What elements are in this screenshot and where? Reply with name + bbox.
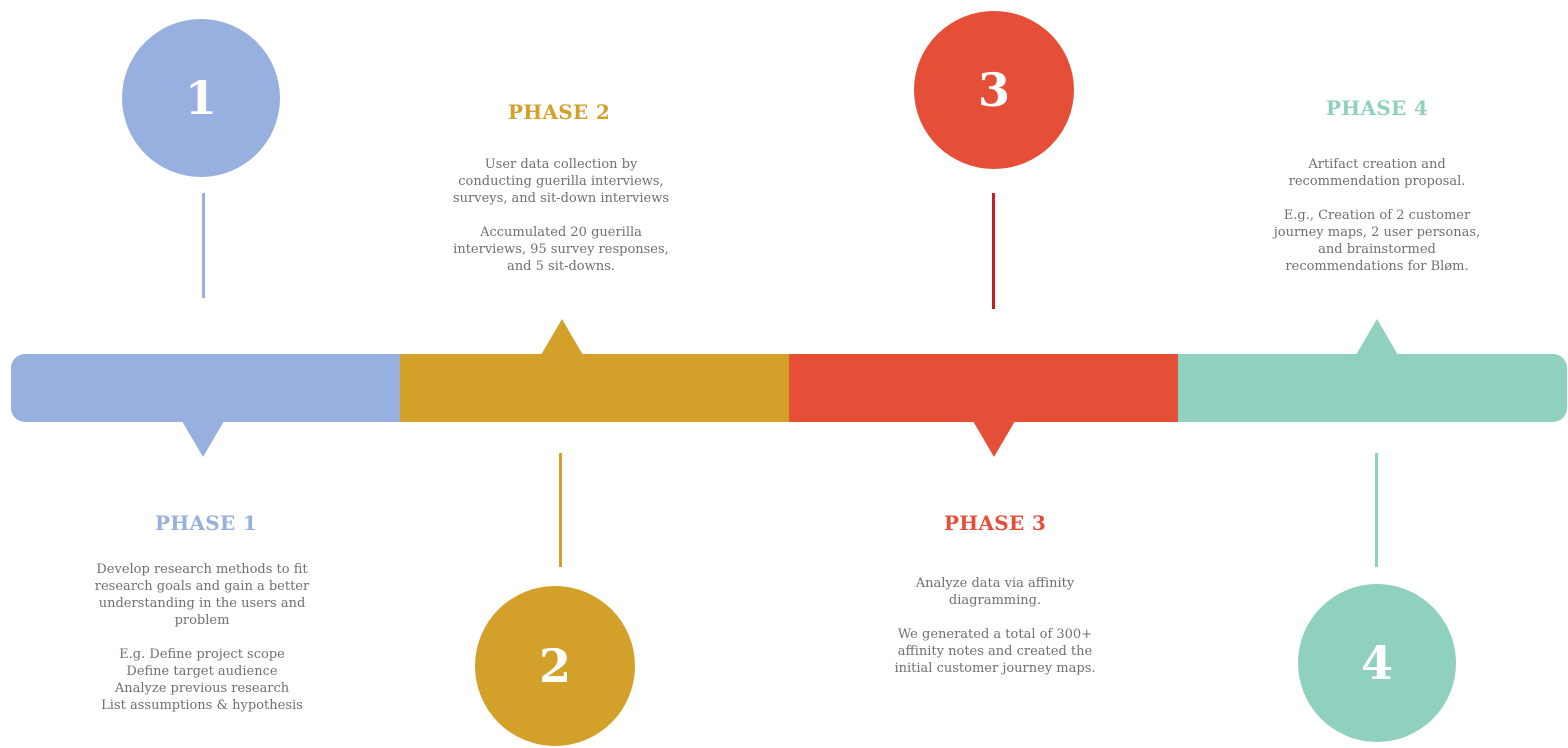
phase-4-pointer — [1356, 319, 1398, 355]
phase-1-title: PHASE 1 — [154, 511, 258, 535]
text-line: User data collection by — [484, 157, 638, 172]
text-line: research goals and gain a better — [94, 579, 310, 594]
text-line: conducting guerilla interviews, — [458, 174, 664, 189]
phase-4-title: PHASE 4 — [1325, 96, 1429, 120]
timeline-segment-phase-1 — [11, 354, 400, 422]
text-line: Analyze previous research — [114, 681, 290, 696]
phase-4-paragraph-1: Artifact creation and recommendation pro… — [1257, 156, 1497, 190]
text-line: recommendation proposal. — [1288, 174, 1466, 189]
phase-4-paragraph-2: E.g., Creation of 2 customer journey map… — [1257, 207, 1497, 275]
phase-2-pointer — [541, 319, 583, 355]
phase-1-number: 1 — [184, 71, 217, 125]
phase-3-connector-line — [992, 193, 995, 309]
phase-3-paragraph-2: We generated a total of 300+ affinity no… — [875, 626, 1115, 677]
phase-3-description: Analyze data via affinity diagramming. W… — [875, 575, 1115, 677]
text-line: We generated a total of 300+ — [897, 627, 1093, 642]
phase-1-number-circle: 1 — [122, 19, 280, 177]
phase-4-number-circle: 4 — [1298, 584, 1456, 742]
text-line: Define target audience — [126, 664, 278, 679]
text-line: E.g., Creation of 2 customer — [1283, 208, 1471, 223]
phase-4-connector-line — [1375, 453, 1378, 567]
phase-3-title: PHASE 3 — [943, 511, 1047, 535]
phase-2-number-circle: 2 — [475, 586, 635, 746]
text-line: Accumulated 20 guerilla — [480, 225, 642, 240]
text-line: initial customer journey maps. — [894, 661, 1096, 676]
timeline-segment-phase-2 — [400, 354, 789, 422]
phase-2-description: User data collection by conducting gueri… — [441, 156, 681, 275]
phase-3-pointer — [973, 421, 1015, 457]
phase-4-number: 4 — [1360, 636, 1393, 690]
text-line: Artifact creation and — [1308, 157, 1446, 172]
phase-2-connector-line — [559, 453, 562, 567]
text-line: problem — [174, 613, 230, 628]
text-line: E.g. Define project scope — [119, 647, 285, 662]
text-line: journey maps, 2 user personas, — [1273, 225, 1481, 240]
text-line: Develop research methods to fit — [96, 562, 308, 577]
text-line: and brainstormed — [1318, 242, 1436, 257]
phase-2-number: 2 — [538, 639, 571, 693]
phase-4-description: Artifact creation and recommendation pro… — [1257, 156, 1497, 275]
phase-2-paragraph-2: Accumulated 20 guerilla interviews, 95 s… — [441, 224, 681, 275]
text-line: List assumptions & hypothesis — [101, 698, 303, 713]
phase-2-title: PHASE 2 — [507, 100, 611, 124]
phase-3-number-circle: 3 — [914, 11, 1074, 169]
phase-1-pointer — [182, 421, 224, 457]
phase-1-connector-line — [202, 193, 205, 298]
timeline-segment-phase-3 — [789, 354, 1178, 422]
text-line: understanding in the users and — [98, 596, 306, 611]
text-line: surveys, and sit-down interviews — [452, 191, 670, 206]
phase-3-paragraph-1: Analyze data via affinity diagramming. — [875, 575, 1115, 609]
text-line: recommendations for Bløm. — [1285, 259, 1469, 274]
phase-1-paragraph-2: E.g. Define project scope Define target … — [82, 646, 322, 714]
phase-1-description: Develop research methods to fit research… — [82, 561, 322, 714]
phase-1-paragraph-1: Develop research methods to fit research… — [82, 561, 322, 629]
timeline-segment-phase-4 — [1178, 354, 1567, 422]
phase-3-number: 3 — [977, 63, 1010, 117]
text-line: diagramming. — [948, 593, 1042, 608]
phase-2-paragraph-1: User data collection by conducting gueri… — [441, 156, 681, 207]
text-line: affinity notes and created the — [897, 644, 1093, 659]
text-line: interviews, 95 survey responses, — [453, 242, 669, 257]
text-line: Analyze data via affinity — [915, 576, 1075, 591]
text-line: and 5 sit-downs. — [507, 259, 615, 274]
